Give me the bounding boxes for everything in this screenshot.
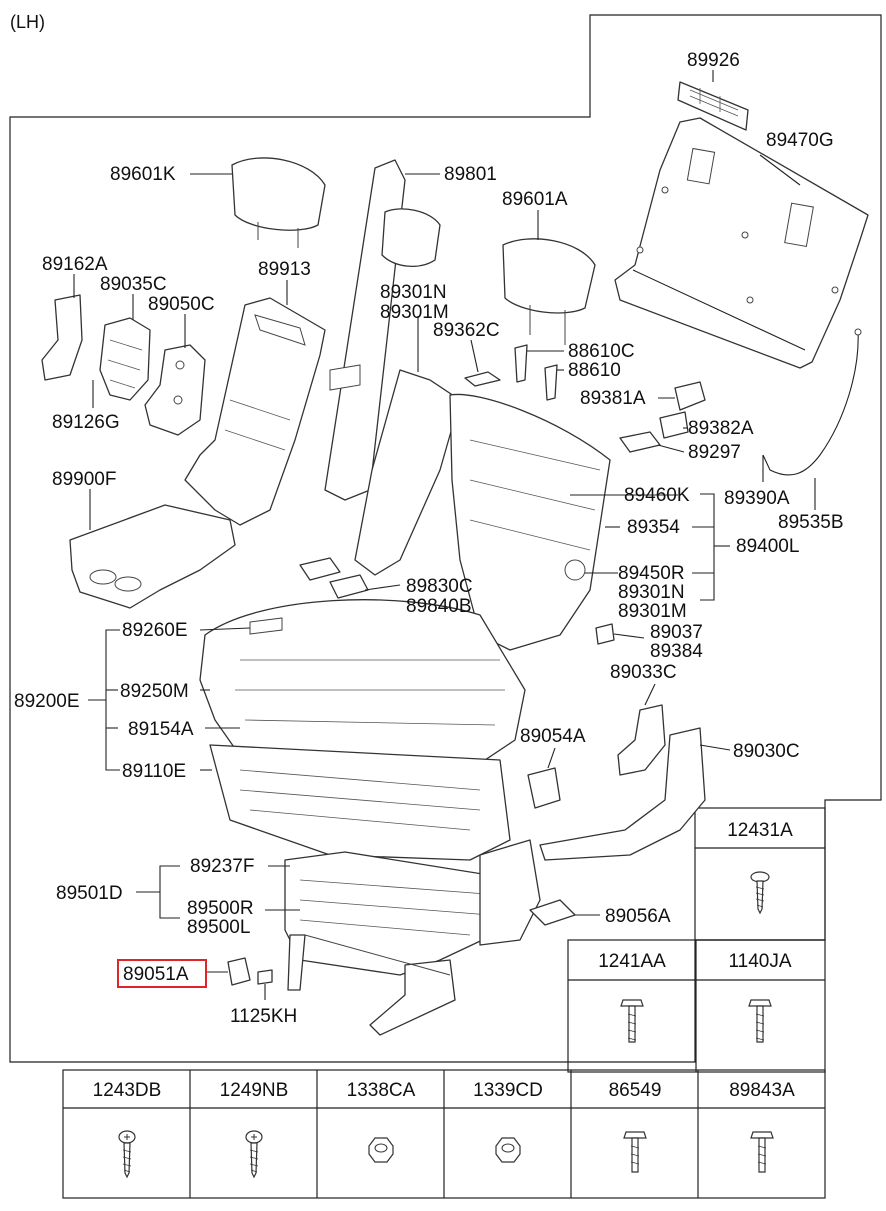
part-1125KH-illustration: [257, 969, 273, 985]
fastener-code-12431A[interactable]: 12431A: [727, 820, 793, 841]
screw-icon: [750, 871, 770, 915]
part-89362C-illustration: [464, 371, 501, 387]
part-89830C-illustration: [299, 557, 369, 599]
part-89381A-illustration: [674, 381, 706, 411]
callout-89601A[interactable]: 89601A: [502, 189, 568, 210]
part-88610C-illustration: [514, 344, 528, 383]
fastener-code-1243DB[interactable]: 1243DB: [93, 1080, 162, 1101]
bolt-icon: [748, 999, 772, 1043]
callout-89200E[interactable]: 89200E: [14, 691, 80, 712]
part-89801-illustration: [324, 159, 441, 501]
callout-89260E[interactable]: 89260E: [122, 620, 188, 641]
callout-89381A[interactable]: 89381A: [580, 388, 646, 409]
callout-89301M-upper[interactable]: 89301M: [380, 302, 449, 323]
part-89601A-illustration: [502, 238, 596, 345]
part-89050C-illustration: [144, 344, 206, 436]
part-89913-illustration: [184, 297, 326, 526]
callout-89390A[interactable]: 89390A: [724, 488, 790, 509]
part-89601K-illustration: [231, 157, 326, 248]
bolt-icon: [623, 1131, 647, 1173]
part-89033C-illustration: [617, 704, 666, 776]
callout-89535B[interactable]: 89535B: [778, 512, 844, 533]
part-89200E-illustration: [199, 599, 526, 861]
fastener-code-1140JA[interactable]: 1140JA: [728, 951, 791, 972]
callout-89297[interactable]: 89297: [688, 442, 741, 463]
callout-89601K[interactable]: 89601K: [110, 164, 176, 185]
fastener-code-1338CA[interactable]: 1338CA: [347, 1080, 416, 1101]
callout-89035C[interactable]: 89035C: [100, 274, 167, 295]
bolt-icon: [620, 999, 644, 1043]
part-89035C-illustration: [99, 317, 151, 401]
callout-89301M-lower[interactable]: 89301M: [618, 601, 687, 622]
part-89926-illustration: [677, 81, 749, 131]
callout-89801[interactable]: 89801: [444, 164, 497, 185]
callout-89400L[interactable]: 89400L: [736, 536, 799, 557]
highlight-box-89051A: [117, 959, 207, 988]
callout-89382A[interactable]: 89382A: [688, 418, 754, 439]
part-89030C-illustration: [539, 727, 706, 861]
callout-89250M[interactable]: 89250M: [120, 681, 189, 702]
part-89501D-illustration: [284, 839, 541, 1036]
part-89037-illustration: [595, 623, 615, 645]
fastener-code-1241AA[interactable]: 1241AA: [598, 951, 666, 972]
leader-lines: [73, 70, 816, 1000]
callout-89500L[interactable]: 89500L: [187, 917, 250, 938]
callout-89126G[interactable]: 89126G: [52, 412, 120, 433]
callout-89051A[interactable]: 89051A: [123, 964, 189, 985]
bolt-icon: [750, 1131, 774, 1173]
screw-icon: [245, 1130, 263, 1179]
callout-89450R[interactable]: 89450R: [618, 563, 685, 584]
callout-89926[interactable]: 89926: [687, 50, 740, 71]
callout-89830C[interactable]: 89830C: [406, 576, 473, 597]
part-89054A-illustration: [527, 767, 561, 809]
callout-89110E[interactable]: 89110E: [122, 761, 186, 782]
callout-89301N-lower[interactable]: 89301N: [618, 582, 685, 603]
fastener-code-86549[interactable]: 86549: [609, 1080, 662, 1101]
callout-labels: 89926 89470G 89601K 89801 89601A 89162A …: [14, 50, 844, 1027]
callout-89460K[interactable]: 89460K: [624, 485, 690, 506]
part-89470G-illustration: [614, 117, 869, 369]
callout-89037[interactable]: 89037: [650, 622, 703, 643]
callout-89900F[interactable]: 89900F: [52, 469, 116, 490]
callout-89056A[interactable]: 89056A: [605, 906, 671, 927]
callout-89050C[interactable]: 89050C: [148, 294, 215, 315]
callout-89154A[interactable]: 89154A: [128, 719, 194, 740]
callout-88610C[interactable]: 88610C: [568, 341, 635, 362]
callout-89033C[interactable]: 89033C: [610, 662, 677, 683]
callout-89500R[interactable]: 89500R: [187, 898, 254, 919]
callout-89354[interactable]: 89354: [627, 517, 680, 538]
part-88610-illustration: [544, 364, 558, 401]
callout-89054A[interactable]: 89054A: [520, 726, 586, 747]
callout-1125KH[interactable]: 1125KH: [230, 1006, 297, 1027]
part-89297-illustration: [619, 431, 661, 453]
fastener-table-grid: [62, 807, 826, 1199]
callout-89030C[interactable]: 89030C: [733, 741, 800, 762]
fastener-code-1249NB[interactable]: 1249NB: [220, 1080, 289, 1101]
callout-89301N-upper[interactable]: 89301N: [380, 282, 447, 303]
part-89535B-cable: [762, 328, 862, 476]
callout-89162A[interactable]: 89162A: [42, 254, 108, 275]
fastener-table: 12431A 1241AA 1140JA 1243DB 1249NB 1338C…: [93, 820, 795, 1179]
callout-89913[interactable]: 89913: [258, 259, 311, 280]
part-89051A-illustration: [227, 957, 251, 986]
screw-icon: [118, 1130, 136, 1179]
fastener-code-89843A[interactable]: 89843A: [729, 1080, 795, 1101]
part-seatback-frame-illustration: [354, 369, 611, 651]
callout-89501D[interactable]: 89501D: [56, 883, 123, 904]
part-89162A-illustration: [41, 294, 83, 381]
callout-89470G[interactable]: 89470G: [766, 130, 834, 151]
nut-icon: [368, 1137, 394, 1163]
callout-88610[interactable]: 88610: [568, 360, 621, 381]
callout-89362C[interactable]: 89362C: [433, 320, 500, 341]
callout-89237F[interactable]: 89237F: [190, 856, 254, 877]
variant-label: (LH): [10, 12, 45, 32]
main-frame: [9, 14, 882, 1063]
callout-89384[interactable]: 89384: [650, 641, 703, 662]
part-89382A-illustration: [659, 411, 689, 439]
callout-89840B[interactable]: 89840B: [406, 596, 472, 617]
part-89900F-illustration: [69, 504, 236, 609]
nut-icon: [495, 1137, 521, 1163]
fastener-code-1339CD[interactable]: 1339CD: [473, 1080, 543, 1101]
